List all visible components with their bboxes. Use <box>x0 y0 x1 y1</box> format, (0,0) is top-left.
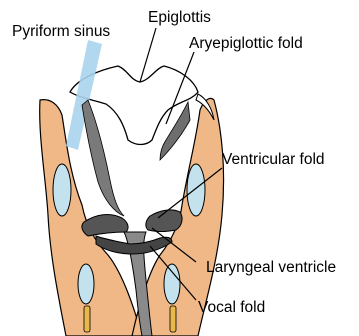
label-laryngeal-ventricle: Laryngeal ventricle <box>206 259 336 276</box>
left-cartilage-upper <box>53 164 71 216</box>
right-ring-strip <box>170 306 176 332</box>
label-pyriform-sinus: Pyriform sinus <box>12 23 110 40</box>
label-aryepiglottic-fold: Aryepiglottic fold <box>189 35 303 52</box>
right-cartilage-lower <box>164 264 180 304</box>
label-vocal-fold: Vocal fold <box>198 299 265 316</box>
left-ring-strip <box>84 306 90 332</box>
label-ventricular-fold: Ventricular fold <box>222 151 325 168</box>
right-cartilage-upper <box>187 164 205 216</box>
left-cartilage-lower <box>78 264 94 304</box>
left-ventricular-fold <box>82 215 128 236</box>
label-epiglottis: Epiglottis <box>148 9 211 26</box>
left-inner-shadow <box>82 100 124 216</box>
